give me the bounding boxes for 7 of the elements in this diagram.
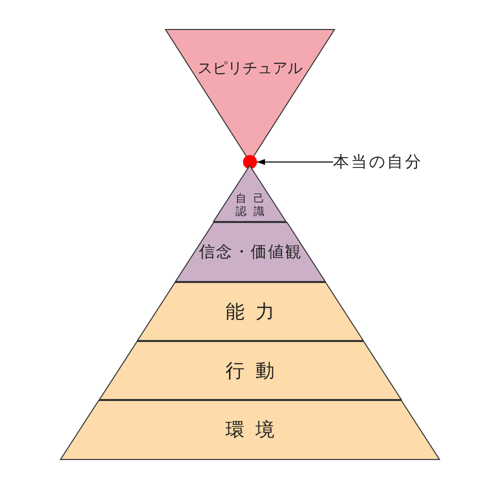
pyramid-layer: 能力 [136,282,364,341]
pyramid-layer: 自己認識 [213,165,287,222]
pyramid-layer: 行動 [98,341,402,400]
callout-text: 本当の自分 [333,152,423,172]
dot-marker [243,155,257,169]
arrow [256,159,334,165]
pyramid-layer: 環境 [60,400,440,460]
